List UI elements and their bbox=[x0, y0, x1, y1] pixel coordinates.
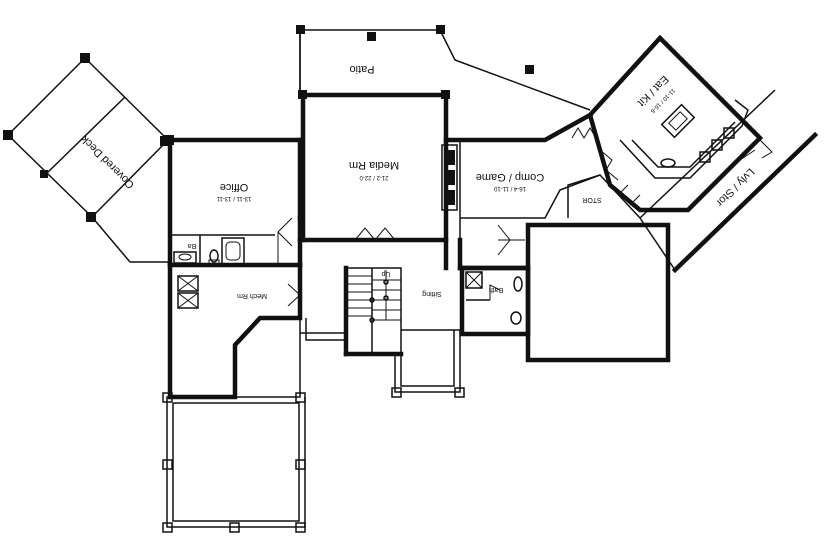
toilet-icon bbox=[209, 249, 219, 263]
stair-up-label: Up bbox=[381, 270, 390, 277]
comp-game-dims: 16-4 / 11-10 bbox=[493, 185, 526, 191]
patio-post bbox=[391, 387, 402, 398]
fireplace-icon bbox=[441, 144, 458, 211]
bath-label: Bath bbox=[489, 286, 504, 293]
mech-room: Mech Rm bbox=[167, 262, 303, 400]
patio-post bbox=[295, 522, 306, 533]
stairs: Up bbox=[343, 265, 404, 357]
sitting-area: Sitting bbox=[401, 237, 531, 331]
patio-post bbox=[162, 459, 173, 470]
media-room: Media Rm 21-2 / 22-0 bbox=[298, 90, 458, 243]
ba-label: Ba bbox=[188, 242, 197, 249]
office-label: Office bbox=[220, 181, 249, 193]
office-room: Office 13-11 / 13-11 bbox=[164, 135, 303, 268]
mech-label: Mech Rm bbox=[237, 292, 267, 299]
eat-kit-label: Eat / Kit bbox=[635, 73, 671, 109]
stor-label: STOR bbox=[582, 196, 601, 203]
lower-patio bbox=[162, 318, 465, 533]
patio-post bbox=[296, 25, 305, 34]
comp-game-room: Comp / Game 16-4 / 11-10 bbox=[443, 111, 619, 256]
patio-post bbox=[367, 32, 376, 41]
media-room-dims: 21-2 / 22-0 bbox=[359, 174, 389, 180]
stor-room: STOR bbox=[567, 174, 641, 219]
shower-icon bbox=[465, 271, 483, 289]
media-room-label: Media Rm bbox=[349, 159, 399, 171]
kitchen-sink bbox=[660, 158, 676, 168]
outer-walls bbox=[297, 215, 449, 271]
comp-game-label: Comp / Game bbox=[476, 171, 544, 183]
mech-unit-icon bbox=[177, 292, 199, 309]
deck-post bbox=[80, 53, 90, 63]
deck-post bbox=[40, 170, 48, 178]
covered-deck: Covered Deck bbox=[3, 53, 170, 263]
patio-post bbox=[229, 522, 240, 533]
sitting-label: Sitting bbox=[422, 290, 442, 297]
ba-room: Ba bbox=[167, 234, 303, 268]
patio-post bbox=[525, 65, 534, 74]
patio-label: Patio bbox=[349, 63, 374, 75]
tub-icon bbox=[221, 237, 245, 265]
office-dims: 13-11 / 13-11 bbox=[216, 195, 251, 201]
patio-post bbox=[162, 522, 173, 533]
office-post bbox=[164, 135, 174, 145]
patio-post bbox=[454, 387, 465, 398]
patio-post bbox=[295, 392, 306, 403]
covered-deck-label: Covered Deck bbox=[79, 133, 137, 191]
kitchen-island bbox=[660, 103, 696, 139]
lvly-stor-label: Lvly / Stor bbox=[713, 165, 756, 208]
mech-unit-icon bbox=[177, 275, 199, 292]
bath-toilet-icon bbox=[510, 311, 522, 325]
patio-post bbox=[436, 25, 445, 34]
patio-post bbox=[295, 459, 306, 470]
deck-post bbox=[86, 212, 96, 222]
patio-post bbox=[162, 392, 173, 403]
patio-area: Patio bbox=[296, 25, 597, 139]
bath-sink-icon bbox=[513, 276, 523, 292]
sink-icon bbox=[173, 251, 197, 264]
garage-room bbox=[525, 222, 671, 363]
bath-room: Bath bbox=[459, 265, 531, 337]
deck-post bbox=[3, 130, 13, 140]
